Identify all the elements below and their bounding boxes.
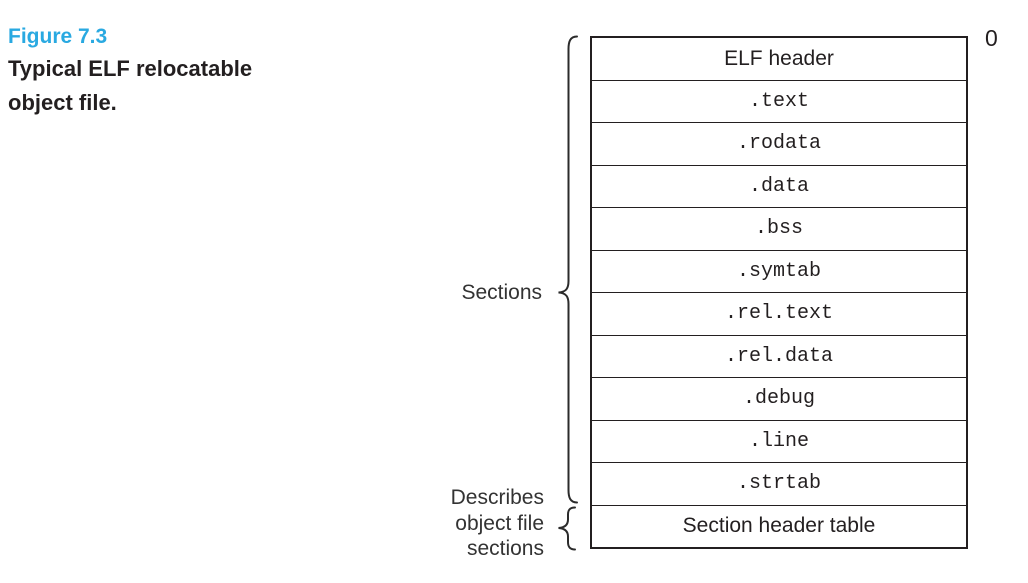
describes-brace [558,506,576,551]
row-label: .line [748,429,809,453]
describes-line-3: sections [466,537,544,560]
figure-title-line2: object file. [8,90,117,115]
row-label: .rel.data [724,344,834,368]
sections-brace-label: Sections [461,281,542,304]
row-label: ELF header [724,46,834,70]
row-label: .text [748,89,809,113]
table-row: .data [592,166,966,208]
describes-line-1: Describes [450,486,544,509]
elf-section-table: ELF header .text .rodata .data .bss .symtab .r… [590,36,968,549]
table-row: .debug [592,378,966,421]
table-row: ELF header [592,38,966,81]
row-label: .data [748,174,809,198]
row-label: .strtab [736,472,821,496]
table-row: .line [592,421,966,463]
table-row: .rel.text [592,293,966,336]
row-label: .bss [754,217,803,241]
offset-zero-label: 0 [985,25,998,51]
sections-brace [558,35,578,504]
table-row: Section header table [592,506,966,548]
table-row: .rodata [592,123,966,166]
row-label: .rel.text [724,302,834,326]
describes-brace-label: Describes object file sections [350,485,544,562]
row-label: .symtab [736,259,821,283]
table-row: .rel.data [592,336,966,378]
row-label: .rodata [736,132,821,156]
table-row: .symtab [592,251,966,293]
figure-label: Figure 7.3 [8,25,108,48]
table-row: .text [592,81,966,123]
figure-title-line1: Typical ELF relocatable [8,56,253,81]
row-label: .debug [742,387,815,411]
table-row: .strtab [592,463,966,506]
figure-caption: Figure 7.3 Typical ELF relocatable objec… [8,21,252,120]
describes-line-2: object file [455,511,544,535]
table-row: .bss [592,208,966,251]
row-label: Section header table [682,514,876,538]
